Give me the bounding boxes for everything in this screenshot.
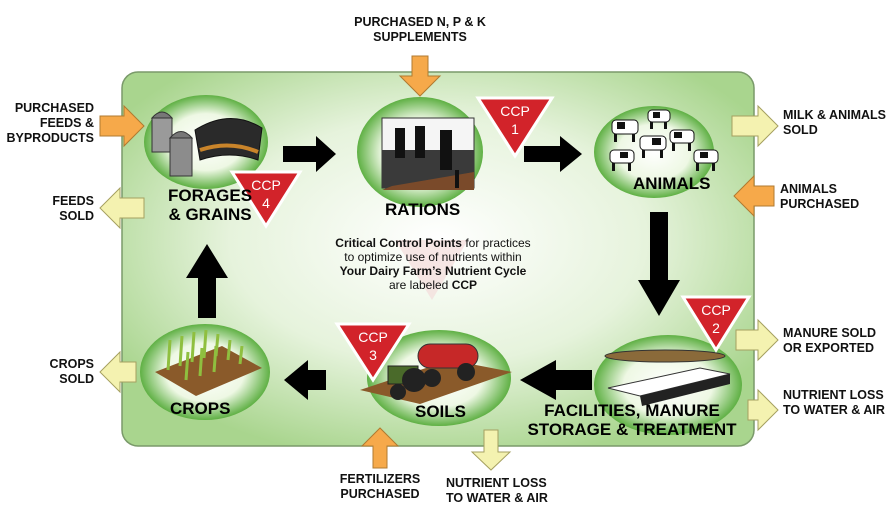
svg-text:CCP: CCP xyxy=(500,103,530,119)
flow-arrow-soils-to-crops xyxy=(284,360,326,400)
output-label-milk: MILK & ANIMALS SOLD xyxy=(783,108,886,137)
input-arrow-npk xyxy=(398,55,442,97)
input-label-feeds: PURCHASED FEEDS & BYPRODUCTS xyxy=(6,101,94,145)
facilities-title: FACILITIES, MANURE STORAGE & TREATMENT xyxy=(527,401,737,439)
output-label-loss-soils: NUTRIENT LOSS TO WATER & AIR xyxy=(446,476,548,505)
ccp-badge-3: CCP 3 xyxy=(334,322,412,383)
ccp-badge-4: CCP 4 xyxy=(229,170,303,229)
svg-text:CCP: CCP xyxy=(251,177,281,193)
svg-text:2: 2 xyxy=(712,320,720,336)
animals-title: ANIMALS xyxy=(633,174,711,193)
output-arrow-crops-sold xyxy=(99,350,137,394)
svg-text:CCP: CCP xyxy=(701,302,731,318)
flow-arrow-crops-to-forages xyxy=(186,244,228,318)
manure-storage-icon xyxy=(604,349,731,406)
input-label-npk: PURCHASED N, P & K SUPPLEMENTS xyxy=(354,15,486,44)
output-arrow-loss-soils xyxy=(470,429,512,471)
soils-title: SOILS xyxy=(415,402,467,421)
silos-icon xyxy=(150,111,263,177)
svg-text:4: 4 xyxy=(262,195,270,211)
output-arrow-feeds-sold xyxy=(99,186,145,230)
forages-title: FORAGES & GRAINS xyxy=(167,186,253,224)
output-label-crops-sold: CROPS SOLD xyxy=(49,357,94,386)
flow-arrow-animals-to-facilities xyxy=(638,212,680,316)
input-arrow-animals xyxy=(733,174,775,218)
output-label-loss-facilities: NUTRIENT LOSS TO WATER & AIR xyxy=(783,388,885,417)
output-arrow-milk xyxy=(731,104,779,148)
svg-text:3: 3 xyxy=(369,347,377,363)
feeding-barn-icon xyxy=(381,117,475,190)
input-arrow-fertilizers xyxy=(360,427,400,469)
watermark-triangle xyxy=(395,240,468,300)
svg-text:CCP: CCP xyxy=(358,329,388,345)
output-arrow-manure xyxy=(735,318,779,362)
svg-text:1: 1 xyxy=(511,121,519,137)
input-label-animals: ANIMALS PURCHASED xyxy=(780,182,860,211)
output-arrow-loss-facilities xyxy=(747,388,779,432)
ccp-note: Critical Control Points for practices to… xyxy=(335,236,531,292)
flow-arrow-rations-to-animals xyxy=(524,136,582,172)
cows-icon xyxy=(609,109,719,171)
ccp-badge-1: CCP 1 xyxy=(475,96,555,159)
output-label-manure: MANURE SOLD OR EXPORTED xyxy=(783,326,877,355)
output-label-feeds-sold: FEEDS SOLD xyxy=(52,194,94,223)
rations-title: RATIONS xyxy=(385,200,461,219)
tractor-tanker-icon xyxy=(360,343,512,404)
flow-arrow-forages-to-rations xyxy=(283,136,336,172)
crops-title: CROPS xyxy=(170,399,231,418)
crop-field-icon xyxy=(155,329,262,396)
flow-arrow-facilities-to-soils xyxy=(520,360,592,400)
input-arrow-feeds xyxy=(99,104,145,148)
input-label-fertilizers: FERTILIZERS PURCHASED xyxy=(339,472,421,501)
ccp-badge-2: CCP 2 xyxy=(680,295,752,353)
